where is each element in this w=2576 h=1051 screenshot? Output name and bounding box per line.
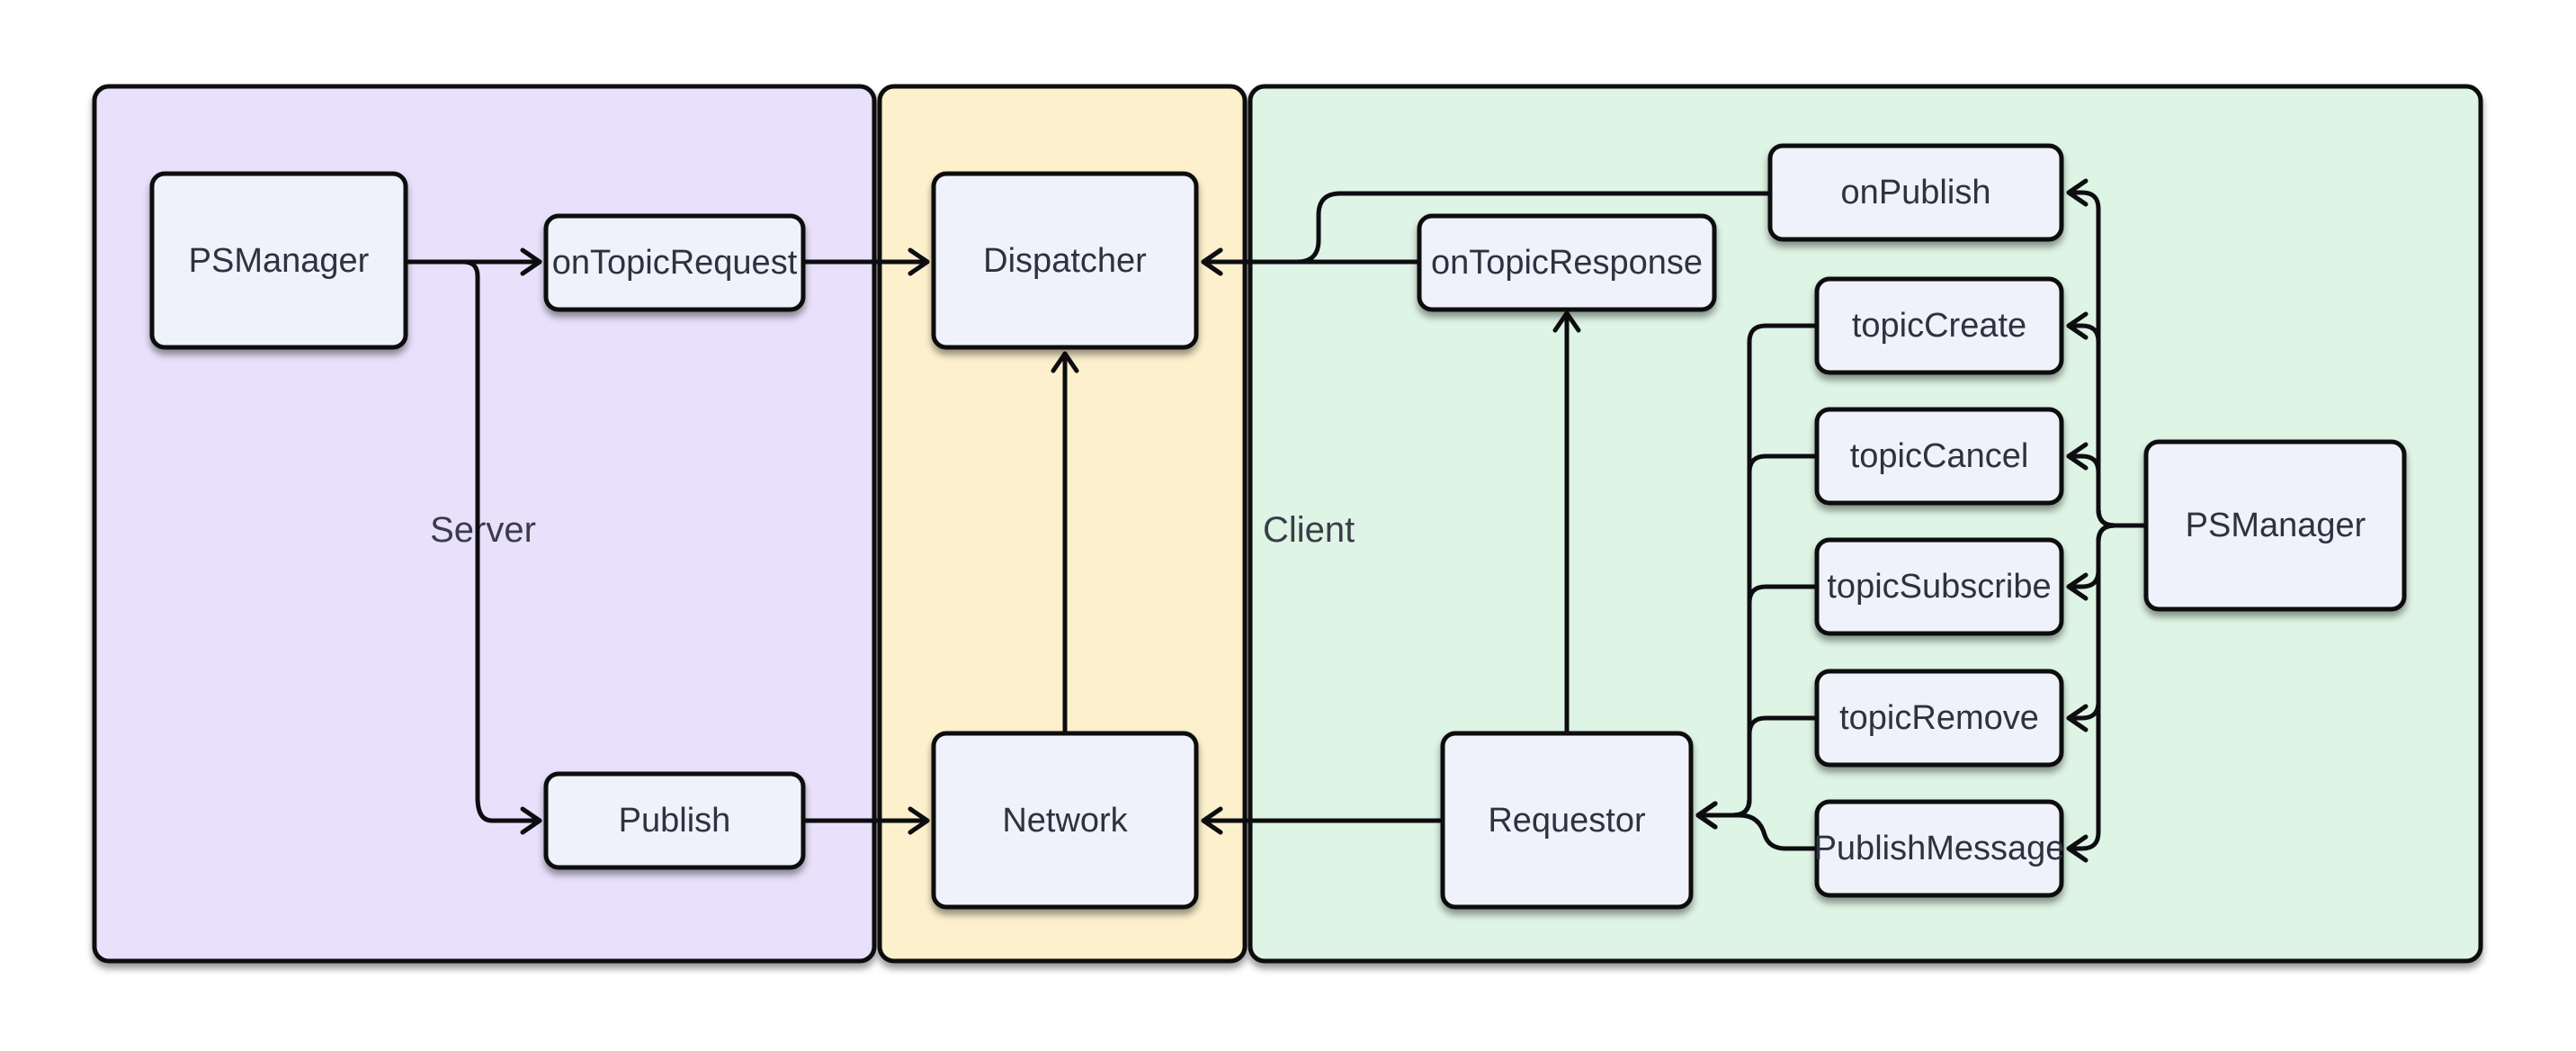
node-ontopicresponse: onTopicResponse <box>1417 213 1717 312</box>
node-topicsubscribe-label: topicSubscribe <box>1827 568 2051 606</box>
edge-publishmessage-to-requestor <box>1695 801 1820 851</box>
group-client-label: Client <box>1263 510 1355 550</box>
node-psmanager-client-box <box>2143 439 2407 612</box>
node-psmanager-server-box <box>149 171 408 350</box>
node-ontopicrequest-box <box>543 213 806 312</box>
node-dispatcher-label: Dispatcher <box>983 242 1147 280</box>
node-dispatcher-box <box>931 171 1199 350</box>
node-ontopicrequest: onTopicRequest <box>543 213 806 312</box>
node-topicsubscribe: topicSubscribe <box>1814 537 2064 636</box>
node-topicsubscribe-box <box>1814 537 2064 636</box>
node-publishmessage-box <box>1814 799 2064 898</box>
node-topiccreate-label: topicCreate <box>1852 307 2026 345</box>
node-requestor-box <box>1440 731 1694 910</box>
node-requestor: Requestor <box>1440 731 1694 910</box>
node-topicremove: topicRemove <box>1814 669 2064 768</box>
node-onpublish-box <box>1767 143 2064 242</box>
node-publish-label: Publish <box>619 802 731 840</box>
node-publish: Publish <box>543 771 806 870</box>
node-network-box <box>931 731 1199 910</box>
node-topiccreate-box <box>1814 276 2064 375</box>
node-psmanager-server: PSManager <box>149 171 408 350</box>
node-ontopicresponse-label: onTopicResponse <box>1431 244 1703 282</box>
edge-layer <box>403 178 2149 863</box>
node-ontopicrequest-label: onTopicRequest <box>552 244 798 282</box>
node-topicremove-label: topicRemove <box>1839 699 2039 737</box>
node-requestor-label: Requestor <box>1488 802 1646 840</box>
edge-onpublish-to-dispatcher <box>1201 191 1773 276</box>
node-network: Network <box>931 731 1199 910</box>
node-network-label: Network <box>1002 802 1128 840</box>
node-psmanager-client-label: PSManager <box>2186 507 2366 544</box>
node-topiccancel-box <box>1814 407 2064 506</box>
edge-psmanager-server-to-publish <box>403 259 542 835</box>
node-topicremove-box <box>1814 669 2064 768</box>
node-publish-box <box>543 771 806 870</box>
node-ontopicresponse-box <box>1417 213 1717 312</box>
node-publishmessage-label: PublishMessage <box>1814 830 2065 867</box>
node-dispatcher: Dispatcher <box>931 171 1199 350</box>
node-publishmessage: PublishMessage <box>1814 799 2065 898</box>
node-topiccancel-label: topicCancel <box>1850 437 2029 475</box>
node-psmanager-server-label: PSManager <box>189 242 370 280</box>
node-onpublish: onPublish <box>1767 143 2064 242</box>
node-onpublish-label: onPublish <box>1841 174 1991 211</box>
node-psmanager-client: PSManager <box>2143 439 2407 612</box>
node-topiccreate: topicCreate <box>1814 276 2064 375</box>
edge-psmanager-client-to-publishmessage <box>2066 523 2149 863</box>
node-topiccancel: topicCancel <box>1814 407 2064 506</box>
group-server-label: Server <box>430 510 536 550</box>
